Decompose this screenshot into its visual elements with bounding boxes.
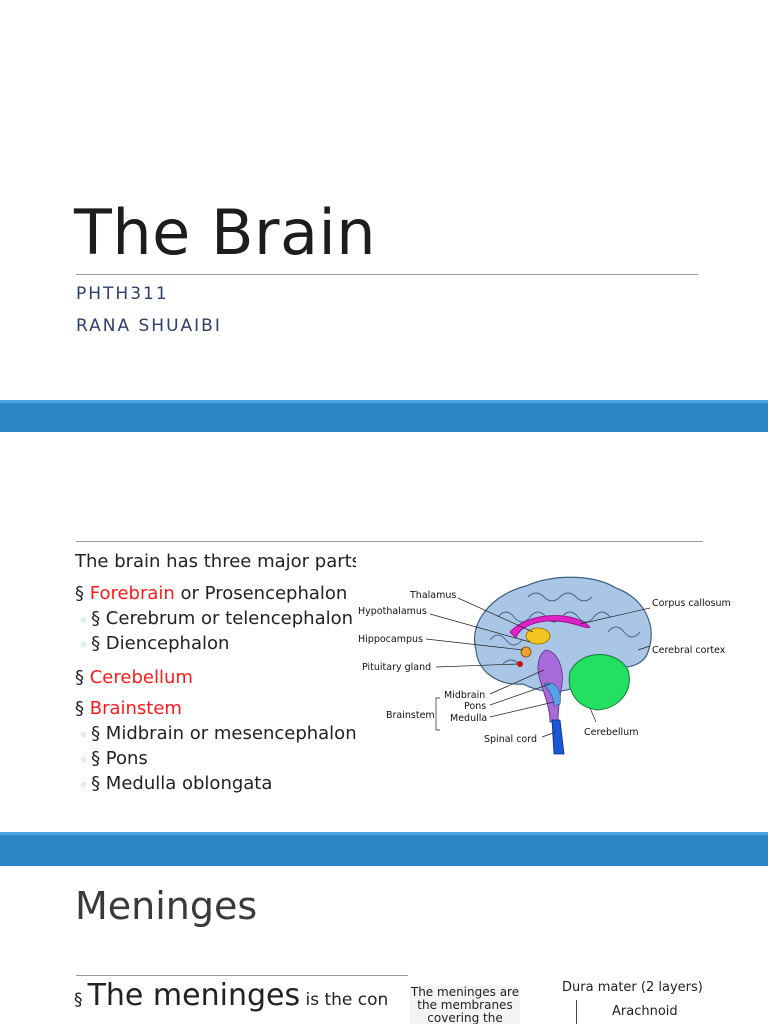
- bullet-marker: §: [74, 990, 83, 1010]
- brain-diagram: Thalamus Hypothalamus Hippocampus Pituit…: [358, 576, 731, 755]
- sub-bullet-cerebrum: ◦§ Cerebrum or telencephalon: [80, 608, 353, 629]
- pituitary-shape: [517, 661, 523, 667]
- sub-bullet-marker: ◦: [80, 778, 88, 792]
- slide-title: The Brain: [74, 196, 377, 269]
- label-midbrain: Midbrain: [444, 690, 485, 701]
- leader-lines: [425, 597, 651, 738]
- thalamus-shape: [525, 627, 551, 645]
- title-rule: [76, 975, 408, 976]
- label-thalamus: Thalamus: [409, 590, 456, 601]
- medulla-text: § Medulla oblongata: [91, 773, 273, 794]
- cerebellum-shape: [568, 654, 630, 711]
- label-hippocampus: Hippocampus: [358, 634, 423, 645]
- midbrain-text: § Midbrain or mesencephalon: [91, 723, 356, 744]
- forebrain-rest: or Prosencephalon: [174, 583, 348, 604]
- sub-bullet-marker: ◦: [80, 638, 88, 652]
- label-spinal-cord: Spinal cord: [484, 734, 537, 745]
- bullet-marker: §: [75, 583, 84, 604]
- bullet-cerebellum: § Cerebellum: [75, 667, 193, 688]
- intro-text: The brain has three major parts:: [75, 551, 356, 572]
- meninges-text: § The meninges is the con: [74, 978, 410, 1013]
- layer-connector: [576, 1000, 577, 1024]
- caption-line: The meninges are: [410, 986, 520, 999]
- gyri-lines: [489, 592, 641, 669]
- meninges-heading: The meninges: [87, 978, 301, 1013]
- meninges-layers: Dura mater (2 layers) Arachnoid: [552, 978, 722, 1024]
- label-medulla: Medulla: [450, 713, 487, 724]
- layer-dura: Dura mater (2 layers): [562, 980, 703, 995]
- slide-divider: [0, 400, 768, 432]
- caption-line: covering the brain: [427, 1011, 503, 1024]
- medulla-shape: [543, 682, 561, 707]
- bullet-brainstem: § Brainstem: [75, 698, 182, 719]
- label-cerebellum: Cerebellum: [584, 727, 638, 738]
- meninges-rest: is the con: [300, 990, 389, 1010]
- spinal-cord-shape: [551, 719, 565, 755]
- label-corpus-callosum: Corpus callosum: [652, 598, 731, 609]
- bullet-marker: §: [75, 698, 84, 719]
- meninges-caption: The meninges are the membranes covering …: [410, 986, 520, 1024]
- course-code: PHTH311: [76, 284, 169, 304]
- slide-divider: [0, 832, 768, 866]
- hypothalamus-shape: [520, 646, 532, 658]
- label-brainstem: Brainstem: [386, 710, 435, 721]
- title-slide: The Brain PHTH311 RANA SHUAIBI: [0, 0, 768, 400]
- brainstem-label: Brainstem: [89, 698, 182, 719]
- sub-bullet-marker: ◦: [80, 613, 88, 627]
- sub-bullet-marker: ◦: [80, 728, 88, 742]
- forebrain-label: Forebrain: [89, 583, 175, 604]
- caption-line: the membranes: [417, 998, 513, 1012]
- title-rule: [76, 274, 698, 275]
- bullet-forebrain: § Forebrain or Prosencephalon: [75, 583, 347, 604]
- sub-bullet-marker: ◦: [80, 753, 88, 767]
- label-pituitary: Pituitary gland: [362, 662, 431, 673]
- sub-bullet-medulla: ◦§ Medulla oblongata: [80, 773, 272, 794]
- meninges-slide: Meninges § The meninges is the con The m…: [0, 866, 768, 1024]
- diencephalon-text: § Diencephalon: [91, 633, 230, 654]
- slide-title: Meninges: [75, 884, 258, 928]
- bullet-list: The brain has three major parts: § Foreb…: [0, 432, 356, 832]
- cerebrum-text: § Cerebrum or telencephalon: [91, 608, 354, 629]
- brain-parts-slide: The brain has three major parts: § Foreb…: [0, 432, 768, 832]
- layer-arachnoid: Arachnoid: [612, 1004, 678, 1019]
- pons-text: § Pons: [91, 748, 148, 769]
- sub-bullet-diencephalon: ◦§ Diencephalon: [80, 633, 229, 654]
- label-hypothalamus: Hypothalamus: [358, 606, 427, 617]
- cerebellum-label: Cerebellum: [89, 667, 193, 688]
- slide-rule: [76, 541, 703, 542]
- label-pons: Pons: [464, 701, 486, 712]
- label-cerebral-cortex: Cerebral cortex: [652, 645, 726, 656]
- sub-bullet-pons: ◦§ Pons: [80, 748, 148, 769]
- author-name: RANA SHUAIBI: [76, 316, 222, 336]
- sub-bullet-midbrain: ◦§ Midbrain or mesencephalon: [80, 723, 356, 744]
- bullet-marker: §: [75, 667, 84, 688]
